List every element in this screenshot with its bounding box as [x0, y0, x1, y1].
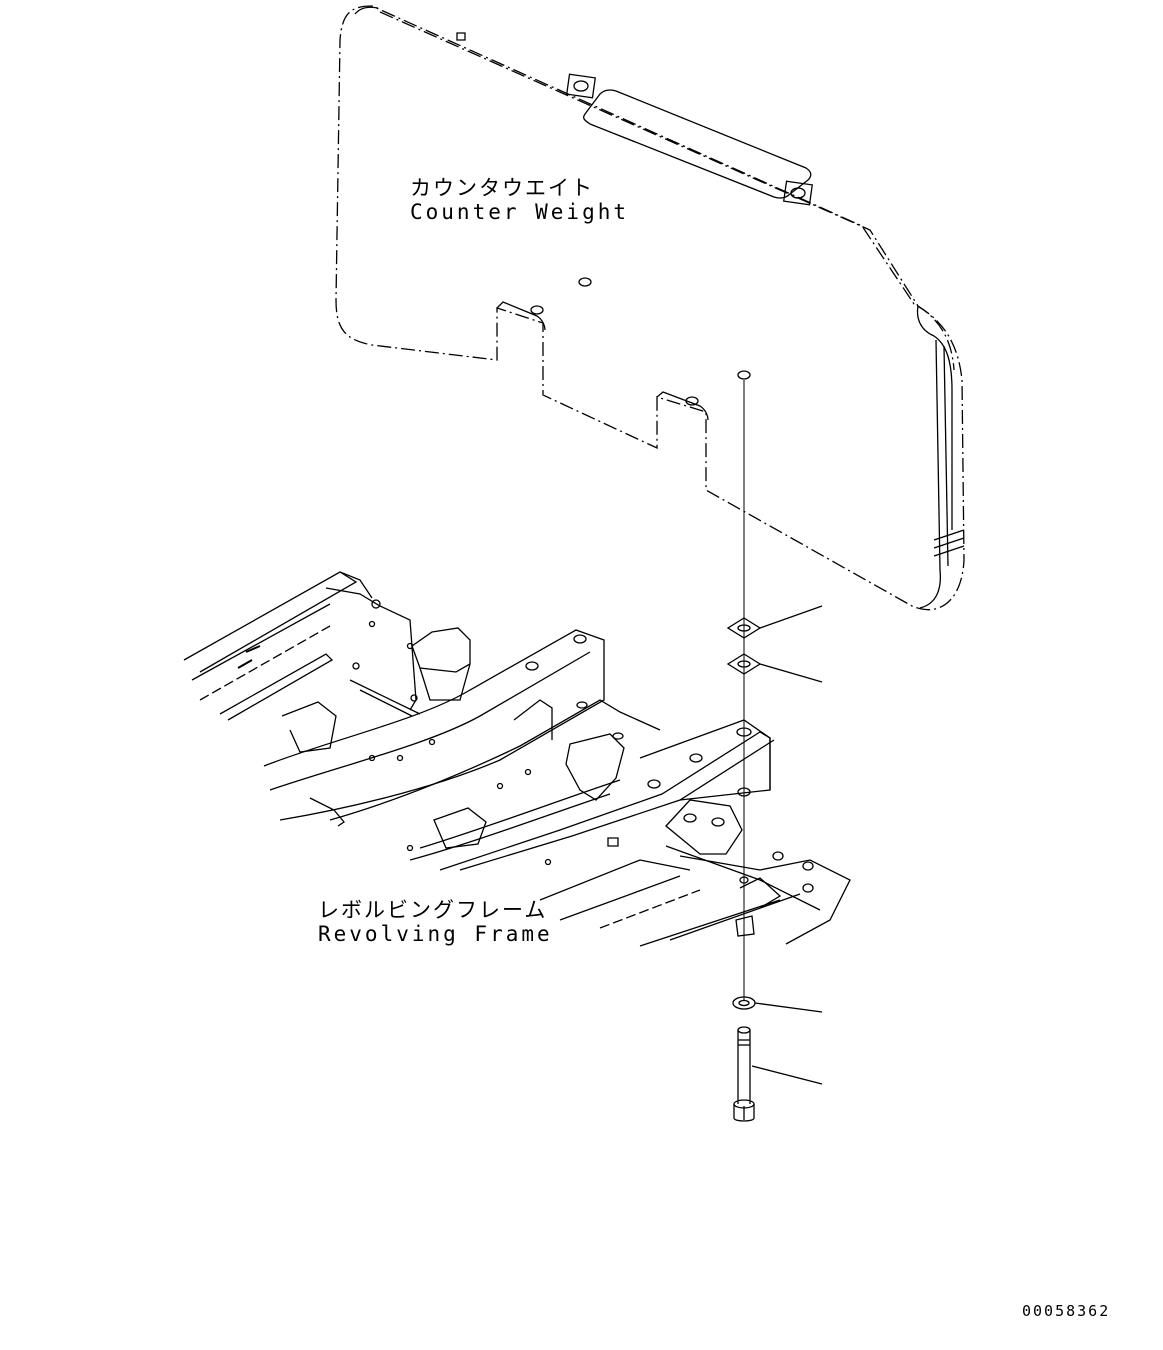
counter-weight-top-edge-2	[355, 7, 378, 14]
lifting-eye-left	[567, 74, 596, 97]
counter-weight-outline	[336, 6, 964, 610]
counter-weight-part	[336, 6, 964, 610]
counter-weight-label-jp: カウンタウエイト	[410, 176, 594, 200]
drawing-number: 00058362	[1022, 1302, 1111, 1320]
lifting-recess	[584, 90, 811, 198]
revolving-frame-label: レボルビングフレーム Revolving Frame	[318, 898, 553, 946]
lifting-eye-right	[784, 181, 813, 204]
bolt	[734, 1027, 754, 1121]
fastener-stack	[728, 380, 822, 1121]
revolving-frame-label-en: Revolving Frame	[318, 922, 553, 946]
revolving-frame-part	[184, 572, 850, 946]
counter-weight-right-end-3	[944, 346, 948, 566]
counter-weight-label-en: Counter Weight	[410, 200, 630, 224]
counter-weight-right-end-2	[920, 340, 940, 608]
shim-plate-1	[728, 618, 760, 638]
revolving-frame-label-jp: レボルビングフレーム	[318, 898, 548, 922]
leader-shim-1	[760, 606, 822, 628]
counter-weight-notch-2	[657, 392, 708, 420]
leader-shim-2	[760, 664, 822, 682]
counter-weight-right-end	[918, 306, 952, 530]
counter-weight-notch-1	[497, 302, 545, 330]
leader-washer	[755, 1003, 822, 1012]
leader-bolt	[752, 1066, 822, 1084]
shim-plate-2	[728, 654, 760, 674]
counter-weight-label: カウンタウエイト Counter Weight	[410, 176, 629, 224]
